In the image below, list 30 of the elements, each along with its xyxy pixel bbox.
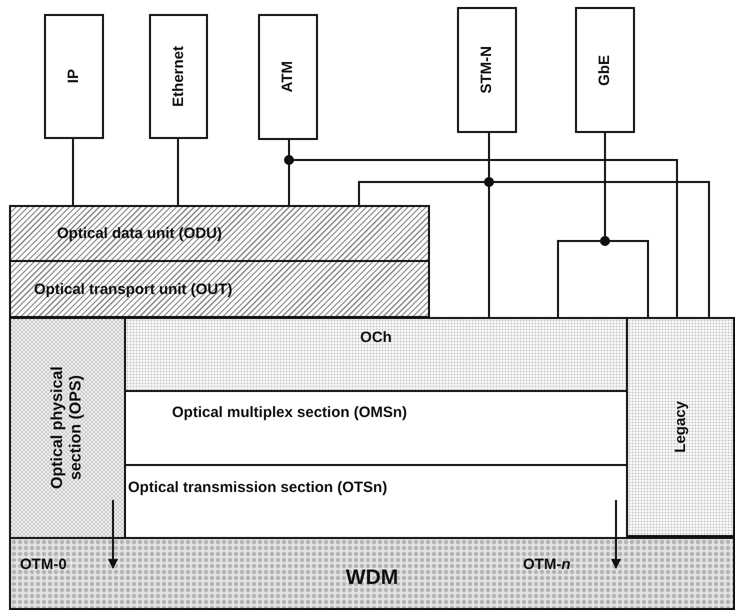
protocol-box (258, 14, 318, 140)
layer-label: OCh (360, 329, 392, 346)
layer-band (124, 317, 628, 392)
arrow (108, 500, 118, 569)
module-label: OTM-n (523, 556, 570, 573)
layer-label: STM-N (478, 46, 496, 94)
layer-band (9, 260, 430, 318)
protocol-box (457, 7, 517, 133)
connector-line (177, 139, 179, 205)
layer-label: IP (65, 69, 83, 84)
layer-label: GbE (596, 54, 614, 86)
connector-line (72, 139, 74, 205)
module-label: OTM-0 (20, 556, 67, 573)
layer-label: Optical multiplex section (OMSn) (172, 404, 408, 421)
layer-label: Optical transport unit (OUT) (34, 280, 232, 298)
layer-label: ATM (279, 61, 297, 93)
layer-label: Optical physical section (OPS) (49, 366, 86, 492)
layer-label: Ethernet (170, 46, 188, 107)
layer-label: Optical data unit (ODU) (57, 225, 222, 242)
layer-column (626, 317, 735, 537)
arrow (611, 500, 621, 569)
protocol-box (149, 14, 208, 139)
layer-label: WDM (346, 566, 398, 590)
layer-band (9, 537, 735, 610)
layer-label: Optical transmission section (OTSn) (128, 479, 388, 496)
protocol-box (44, 14, 104, 139)
layer-column (9, 317, 126, 539)
layer-band (9, 205, 430, 262)
protocol-box (575, 7, 635, 133)
layer-label: Legacy (672, 401, 690, 453)
